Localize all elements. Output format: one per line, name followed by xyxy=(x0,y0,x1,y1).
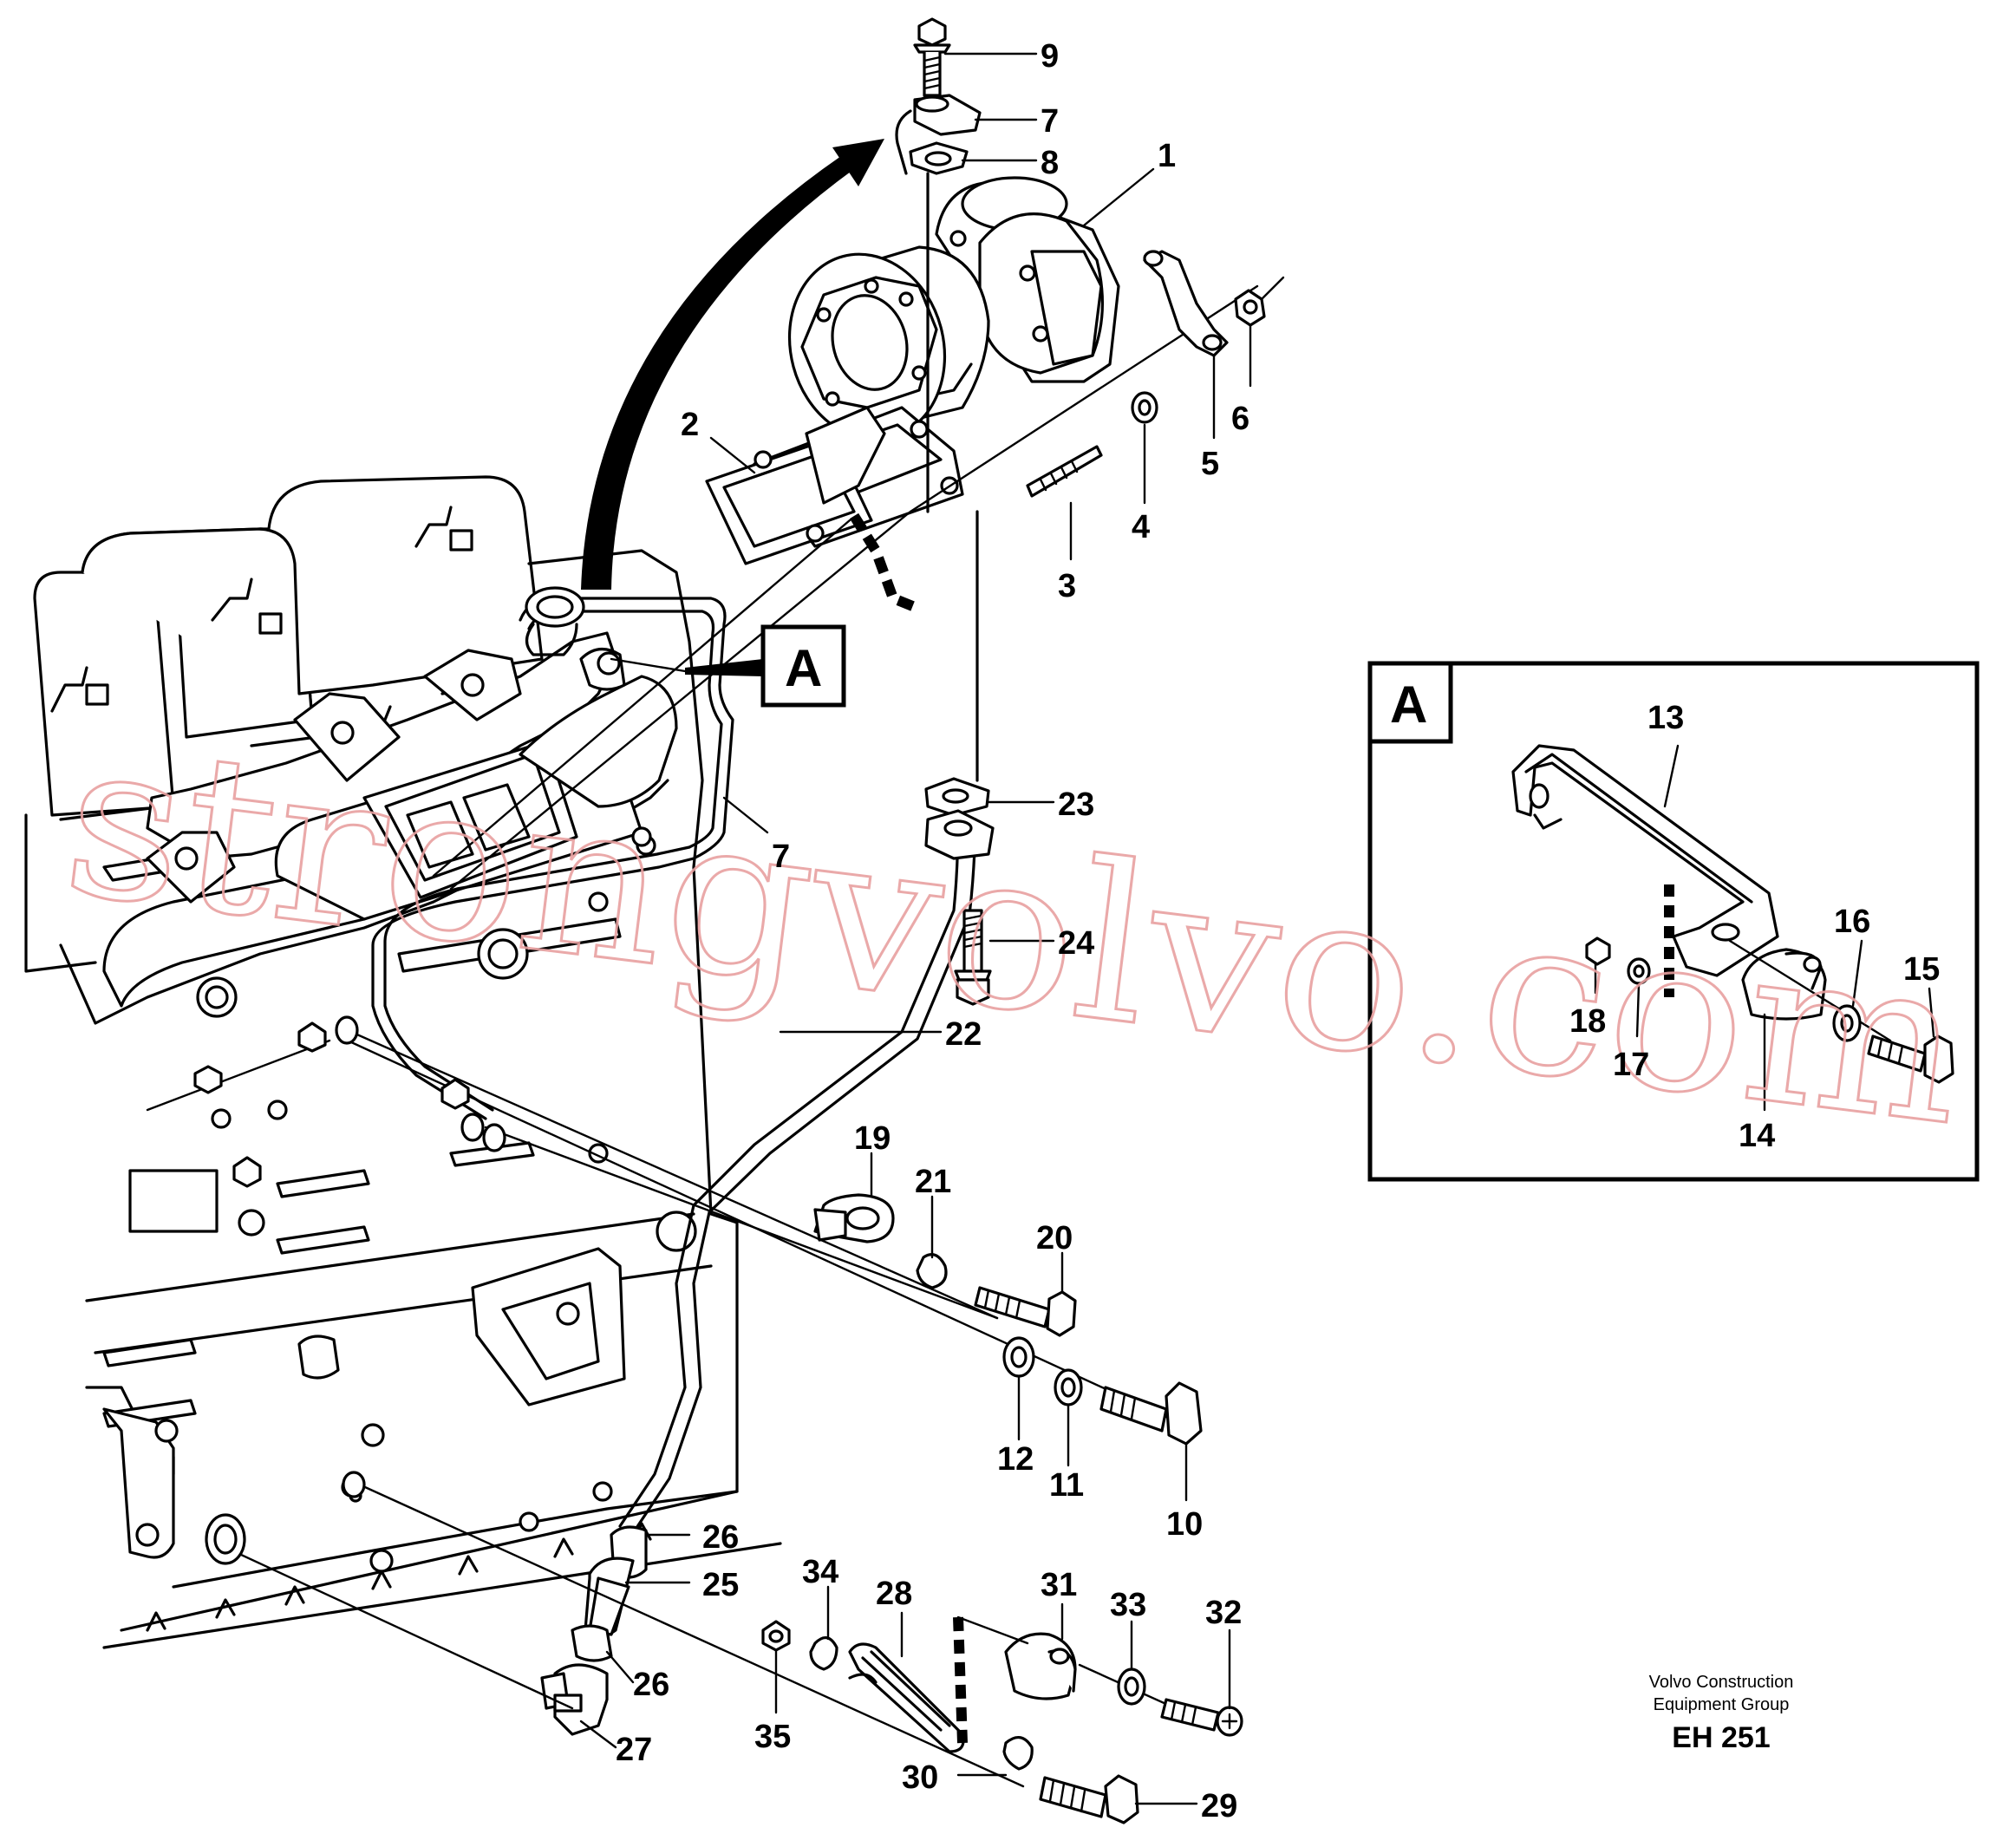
label-32: 32 xyxy=(1205,1595,1242,1631)
label-10: 10 xyxy=(1166,1506,1203,1543)
leader-lines xyxy=(579,52,1935,1805)
label-18: 18 xyxy=(1569,1003,1606,1040)
label-19: 19 xyxy=(854,1120,891,1157)
label-13: 13 xyxy=(1647,700,1684,736)
label-22: 22 xyxy=(945,1016,982,1053)
detail-a-label: A xyxy=(1390,675,1427,734)
turbocharger xyxy=(705,172,1120,782)
label-6: 6 xyxy=(1231,401,1249,437)
label-7-top: 7 xyxy=(1041,103,1059,140)
label-11: 11 xyxy=(1049,1467,1084,1504)
label-15: 15 xyxy=(1903,951,1940,988)
label-17: 17 xyxy=(1613,1047,1649,1083)
label-5: 5 xyxy=(1201,446,1219,482)
label-26-top: 26 xyxy=(702,1519,739,1556)
label-23: 23 xyxy=(1058,786,1094,823)
oil-return-pipe xyxy=(540,777,995,1736)
footer-block: Volvo Construction Equipment Group EH 25… xyxy=(1649,1673,1794,1754)
label-21: 21 xyxy=(915,1164,951,1200)
label-26-bottom: 26 xyxy=(633,1667,669,1703)
label-14: 14 xyxy=(1739,1118,1775,1154)
label-8: 8 xyxy=(1041,145,1059,181)
label-16: 16 xyxy=(1834,904,1870,940)
label-25: 25 xyxy=(702,1567,739,1603)
label-4: 4 xyxy=(1132,509,1150,545)
label-7-long: 7 xyxy=(772,839,790,875)
label-33: 33 xyxy=(1110,1587,1146,1623)
callout-a-main xyxy=(610,624,846,708)
callout-a-label: A xyxy=(785,639,822,697)
label-1: 1 xyxy=(1158,138,1176,174)
label-2: 2 xyxy=(681,407,699,443)
label-31: 31 xyxy=(1041,1567,1077,1603)
label-12: 12 xyxy=(997,1441,1034,1478)
detail-a xyxy=(1367,661,1980,1182)
label-34: 34 xyxy=(802,1554,838,1590)
label-27: 27 xyxy=(616,1732,652,1768)
label-24: 24 xyxy=(1058,925,1094,962)
oil-pipe-long xyxy=(371,586,734,1120)
oil-feed-pipe-top xyxy=(581,17,982,590)
label-9: 9 xyxy=(1041,38,1059,75)
label-30: 30 xyxy=(902,1759,938,1796)
company-line-2: Equipment Group xyxy=(1654,1695,1790,1714)
part-labels: 9 7 8 1 2 6 5 4 3 A 7 23 24 22 19 21 20 … xyxy=(616,38,1940,1824)
label-3: 3 xyxy=(1058,568,1076,604)
label-28: 28 xyxy=(876,1576,912,1612)
company-line-1: Volvo Construction xyxy=(1649,1673,1794,1692)
drawing-code: EH 251 xyxy=(1672,1721,1770,1754)
label-20: 20 xyxy=(1036,1220,1073,1256)
label-29: 29 xyxy=(1201,1788,1237,1824)
label-35: 35 xyxy=(754,1719,791,1755)
engine-block xyxy=(24,475,782,1649)
stud-and-nut-lines xyxy=(146,250,1285,1824)
